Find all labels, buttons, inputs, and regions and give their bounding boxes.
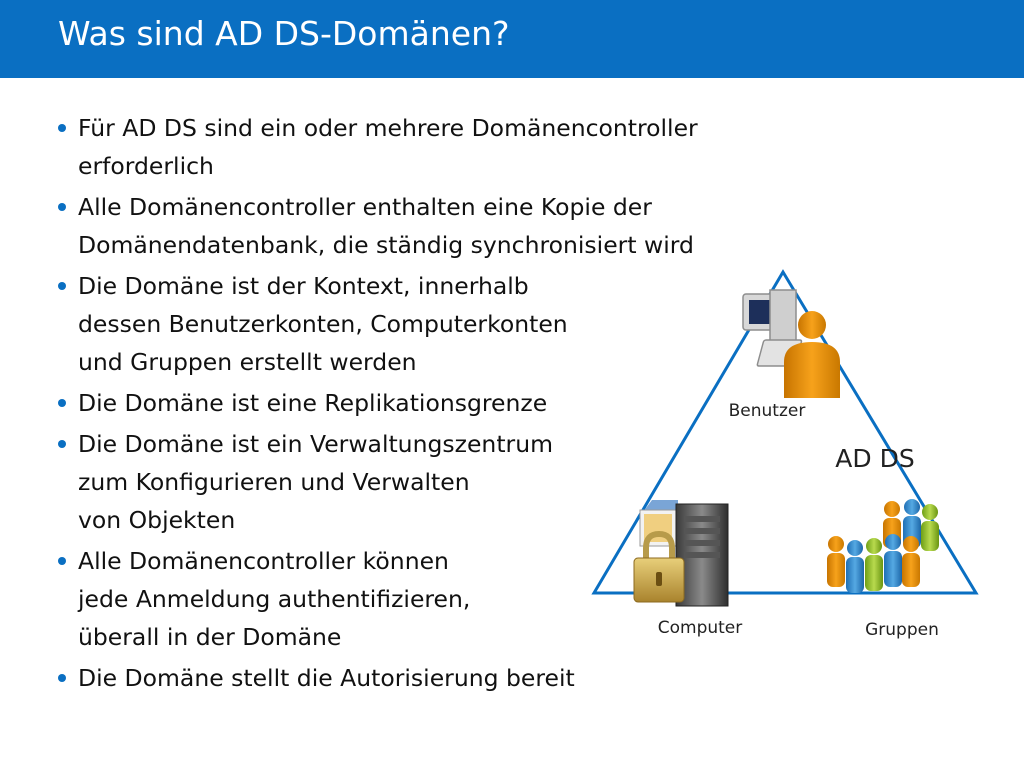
bullet-line: Die Domäne ist der Kontext, innerhalb: [78, 272, 529, 300]
bullet-line: von Objekten: [78, 506, 236, 534]
bullet-line: dessen Benutzerkonten, Computerkonten: [78, 310, 568, 338]
bullet-line: Für AD DS sind ein oder mehrere Domänenc…: [78, 114, 698, 142]
user-computer-icon: [742, 289, 840, 398]
vertex-label-users: Benutzer: [729, 401, 806, 421]
bullet-dot-icon: [58, 557, 66, 565]
title-bar: Was sind AD DS-Domänen?: [0, 0, 1024, 78]
server-lock-icon: [633, 500, 729, 607]
bullet-dot-icon: [58, 282, 66, 290]
bullet-line: und Gruppen erstellt werden: [78, 348, 417, 376]
bullet-line: zum Konfigurieren und Verwalten: [78, 468, 470, 496]
center-label: AD DS: [835, 444, 914, 473]
bullet-line: Alle Domänencontroller können: [78, 547, 449, 575]
bullet-dot-icon: [58, 124, 66, 132]
bullet-dot-icon: [58, 440, 66, 448]
bullet-line: jede Anmeldung authentifizieren,: [78, 585, 471, 613]
bullet-line: Die Domäne ist ein Verwaltungszentrum: [78, 430, 553, 458]
vertex-label-groups: Gruppen: [865, 620, 939, 640]
vertex-label-computer: Computer: [658, 618, 743, 638]
bullet-dot-icon: [58, 399, 66, 407]
bullet-dot-icon: [58, 674, 66, 682]
bullet-line: Alle Domänencontroller enthalten eine Ko…: [78, 193, 652, 221]
triangle-outline: [591, 269, 979, 595]
bullet-line: Die Domäne ist eine Replikationsgrenze: [78, 389, 548, 417]
bullet-dot-icon: [58, 203, 66, 211]
bullet-line: Die Domäne stellt die Autorisierung bere…: [78, 664, 575, 692]
bullet-line: erforderlich: [78, 152, 214, 180]
slide-title: Was sind AD DS-Domänen?: [58, 14, 510, 53]
bullet-line: Domänendatenbank, die ständig synchronis…: [78, 231, 694, 259]
bullet-line: überall in der Domäne: [78, 623, 342, 651]
group-icon: [827, 499, 939, 593]
